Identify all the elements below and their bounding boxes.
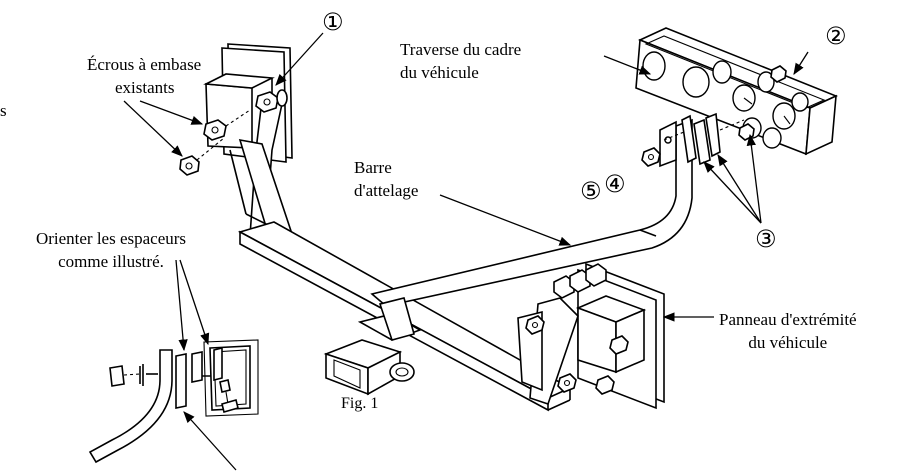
label-frame-crossmember-line2: du véhicule	[400, 63, 479, 82]
label-existing-flange-nuts: Écrous à embase existants	[87, 53, 201, 99]
label-orient-spacers-line2: comme illustré.	[58, 252, 164, 271]
callout-4: ④	[604, 170, 626, 198]
callout-3: ③	[755, 225, 777, 253]
callout-5: ⑤	[580, 177, 602, 205]
label-vehicle-end-panel: Panneau d'extrémité du véhicule	[719, 308, 857, 354]
label-vehicle-end-panel-line1: Panneau d'extrémité	[719, 310, 857, 329]
label-orient-spacers-line1: Orienter les espaceurs	[35, 229, 187, 248]
callout-1: ①	[322, 8, 344, 36]
leader-lines	[123, 32, 809, 471]
label-orient-spacers: Orienter les espaceurs comme illustré.	[5, 227, 217, 273]
figure-caption: Fig. 1	[341, 395, 379, 412]
label-frame-crossmember-line1: Traverse du cadre	[400, 40, 522, 59]
label-drawbar-line2: d'attelage	[354, 181, 419, 200]
label-vehicle-end-panel-line2: du véhicule	[748, 333, 828, 352]
frame-crossmember	[635, 27, 839, 156]
label-drawbar-line1: Barre	[354, 158, 392, 177]
label-existing-flange-nuts-line2: existants	[115, 78, 175, 97]
label-frame-crossmember: Traverse du cadre du véhicule	[400, 38, 521, 84]
left-fasteners	[179, 89, 288, 176]
right-drawbar-arm	[370, 118, 693, 307]
spacers-and-nuts	[641, 65, 787, 167]
callout-2: ②	[825, 22, 847, 50]
label-left-edge-fragment: s	[0, 101, 7, 120]
receiver-tube	[323, 297, 422, 396]
spacer-detail-inset	[88, 339, 259, 464]
right-side-bracket	[517, 263, 629, 406]
label-drawbar: Barre d'attelage	[354, 156, 418, 202]
label-existing-flange-nuts-line1: Écrous à embase	[87, 55, 202, 74]
